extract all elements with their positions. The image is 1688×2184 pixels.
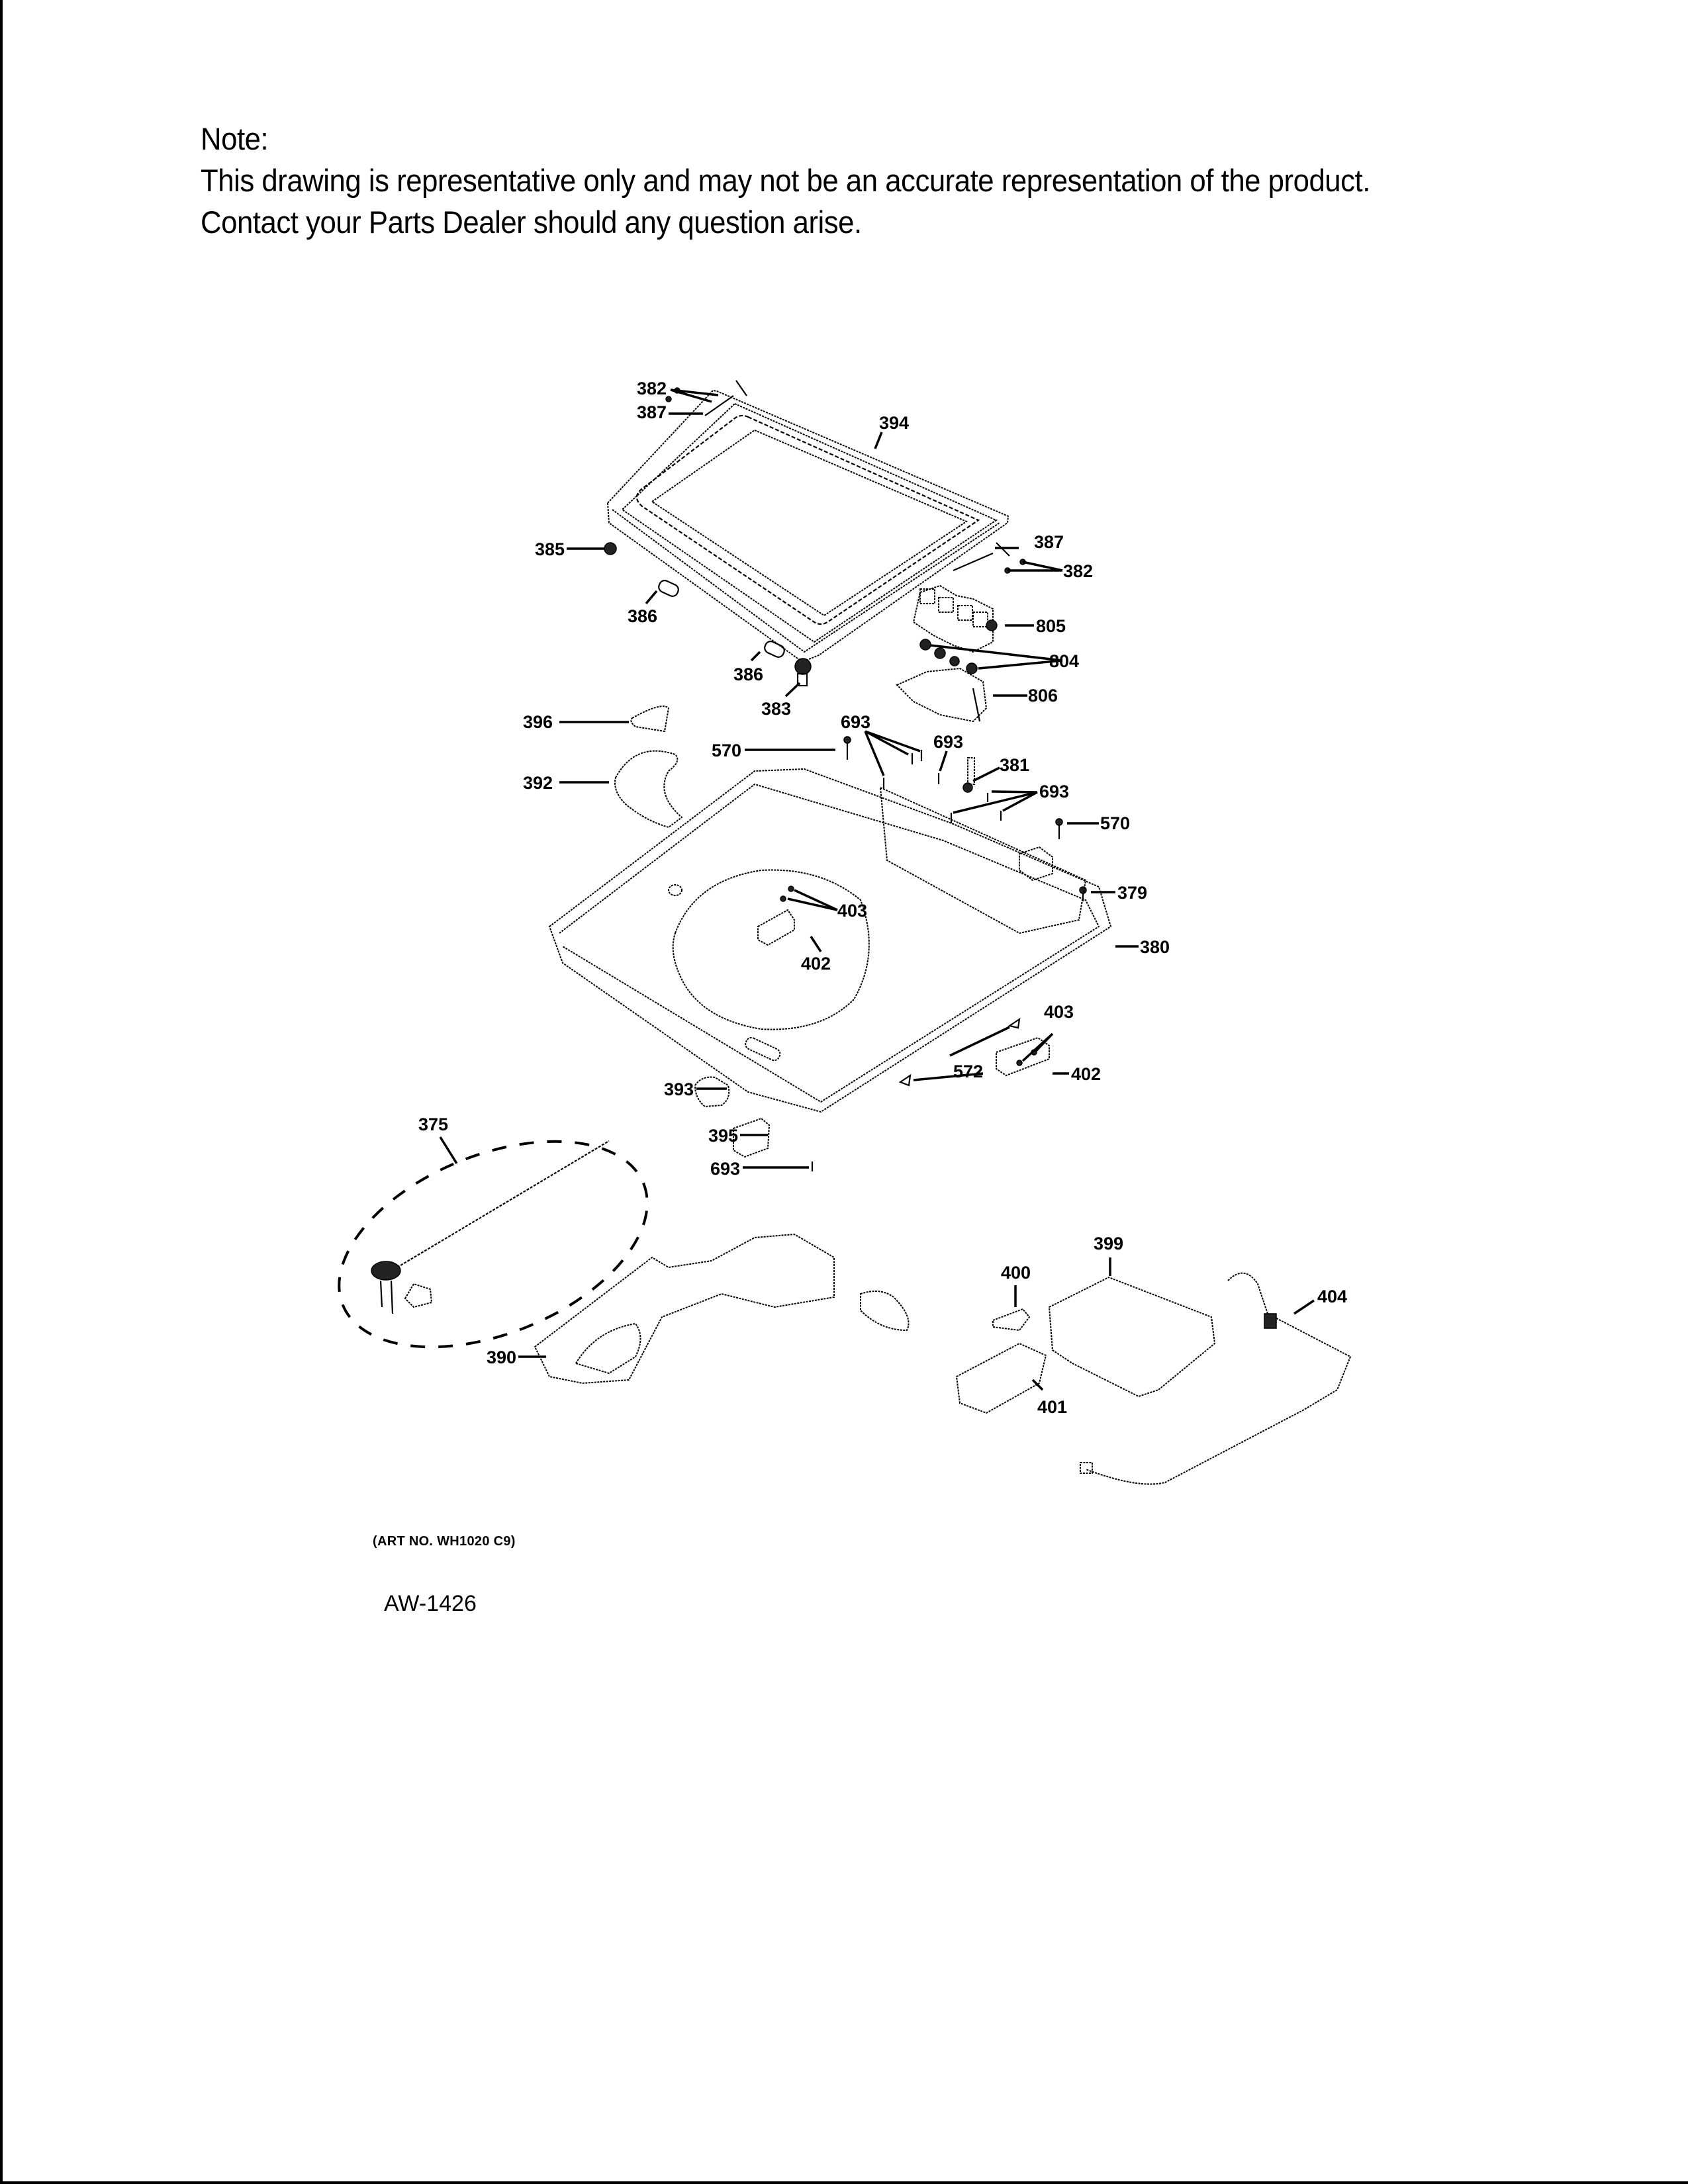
callout-387-right: 387 <box>1034 532 1064 552</box>
part-clips-572 <box>898 1017 1021 1087</box>
callout-693-d: 693 <box>710 1159 740 1179</box>
part-valve-bracket-806 <box>896 667 988 723</box>
callout-383: 383 <box>761 699 791 719</box>
part-knob-392 <box>614 750 683 829</box>
part-filter-screens-804 <box>919 639 978 674</box>
page-border-left <box>0 0 3 2184</box>
callout-385: 385 <box>535 539 565 559</box>
callout-395: 395 <box>708 1126 738 1146</box>
part-lid-394 <box>606 389 1009 663</box>
callout-804: 804 <box>1049 651 1079 671</box>
callout-375: 375 <box>418 1115 448 1134</box>
part-cap-400 <box>992 1308 1031 1332</box>
callout-404: 404 <box>1317 1287 1347 1306</box>
callout-390: 390 <box>487 1347 516 1367</box>
screws-693-a <box>882 750 923 789</box>
part-top-cover-380 <box>548 768 1112 1113</box>
callout-380: 380 <box>1140 937 1170 957</box>
part-pad-386-a <box>658 580 679 597</box>
part-harness-404 <box>1080 1272 1352 1485</box>
page-border-bottom <box>0 2181 1688 2184</box>
screw-570-a <box>843 736 851 760</box>
note-line-2: Contact your Parts Dealer should any que… <box>201 205 862 240</box>
callout-399: 399 <box>1094 1234 1123 1253</box>
callout-806: 806 <box>1028 686 1058 705</box>
part-bezel-393 <box>694 1076 730 1108</box>
callout-403-b: 403 <box>1044 1002 1074 1022</box>
note-heading: Note: <box>201 121 269 156</box>
callout-393: 393 <box>664 1079 694 1099</box>
screws-693-c <box>950 793 1002 823</box>
callout-403-a: 403 <box>837 901 867 921</box>
callout-572: 572 <box>953 1062 983 1081</box>
callout-392: 392 <box>523 773 553 793</box>
callout-570-b: 570 <box>1100 813 1130 833</box>
part-drawer-401 <box>955 1342 1047 1414</box>
callout-401: 401 <box>1037 1397 1067 1417</box>
part-controller-395 <box>733 1117 771 1158</box>
part-pad-386-b <box>764 641 785 658</box>
callout-693-b: 693 <box>933 732 963 752</box>
part-lid-lock-383 <box>794 658 812 687</box>
part-lid-switch-381 <box>962 757 975 793</box>
callout-396: 396 <box>523 712 553 732</box>
callout-382-top: 382 <box>637 379 667 398</box>
callout-382-right: 382 <box>1063 561 1093 581</box>
part-dispenser-390 <box>534 1233 910 1385</box>
note-line-1: This drawing is representative only and … <box>201 163 1370 198</box>
callout-381: 381 <box>1000 755 1029 775</box>
part-bumper-385 <box>604 542 617 555</box>
screw-570-b <box>1055 818 1063 839</box>
part-water-valve-805 <box>912 584 998 653</box>
callout-805: 805 <box>1036 616 1066 636</box>
drawing-code: AW-1426 <box>384 1591 477 1616</box>
callout-386-a: 386 <box>628 606 657 626</box>
art-number: (ART NO. WH1020 C9) <box>373 1534 516 1549</box>
part-lock-402-b <box>996 1036 1050 1077</box>
callout-387-top: 387 <box>637 402 667 422</box>
screws-403-a <box>780 886 794 902</box>
callout-693-c: 693 <box>1039 782 1069 801</box>
callout-386-b: 386 <box>733 664 763 684</box>
part-sensor-assembly-375 <box>338 1140 649 1349</box>
disclaimer-note: Note: This drawing is representative onl… <box>201 118 1370 243</box>
part-dispenser-housing-399 <box>1048 1276 1216 1398</box>
callout-400: 400 <box>1001 1263 1031 1283</box>
part-bracket <box>1019 846 1053 882</box>
leader-lines <box>439 388 1315 1391</box>
part-lock-402-a <box>757 909 795 946</box>
callout-379: 379 <box>1117 883 1147 903</box>
callout-402-b: 402 <box>1071 1064 1101 1084</box>
callout-693-a: 693 <box>841 712 870 732</box>
callout-402-a: 402 <box>801 954 831 974</box>
callout-labels: 382 387 394 387 382 385 386 386 383 805 … <box>418 379 1347 1417</box>
callout-394: 394 <box>879 413 909 433</box>
callout-570-a: 570 <box>712 741 741 760</box>
part-knob-cap-396 <box>630 705 670 733</box>
